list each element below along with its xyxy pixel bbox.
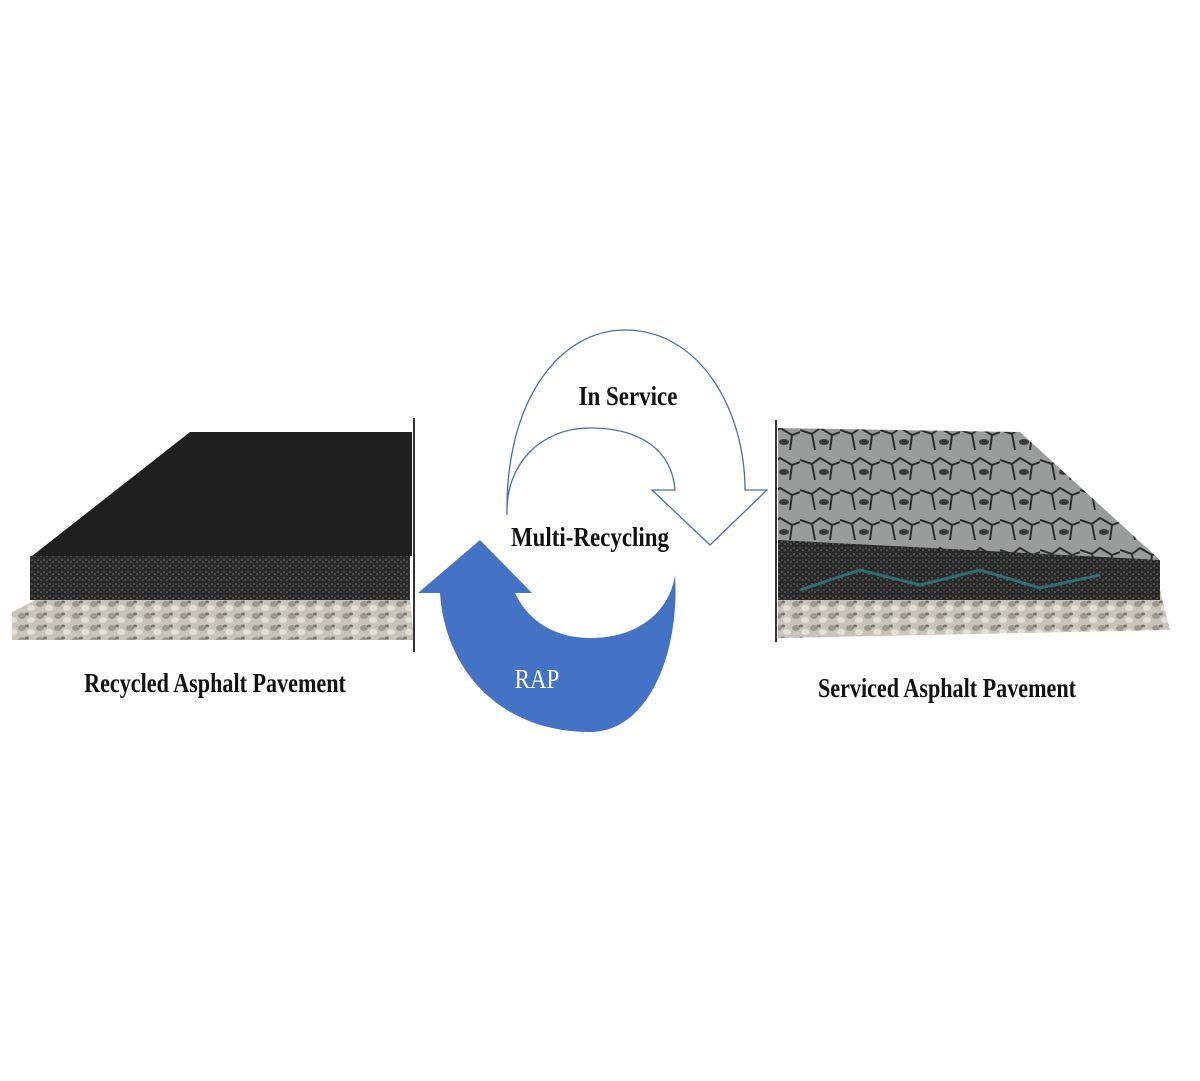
multi-recycling-label: Multi-Recycling [511,523,669,552]
serviced-pavement-label: Serviced Asphalt Pavement [818,674,1077,704]
recycled-pavement-label: Recycled Asphalt Pavement [84,669,346,699]
in-service-label: In Service [579,382,678,411]
right-asphalt-surface [778,428,1160,560]
left-gravel-base [12,598,414,640]
serviced-pavement-illustration [775,420,1170,642]
rap-label: RAP [515,665,560,694]
left-asphalt-side [30,556,410,600]
in-service-arrow [506,329,769,546]
recycled-pavement-illustration [12,418,415,652]
rap-arrow [418,540,676,732]
right-gravel-base [778,590,1170,638]
left-asphalt-surface [32,432,412,556]
